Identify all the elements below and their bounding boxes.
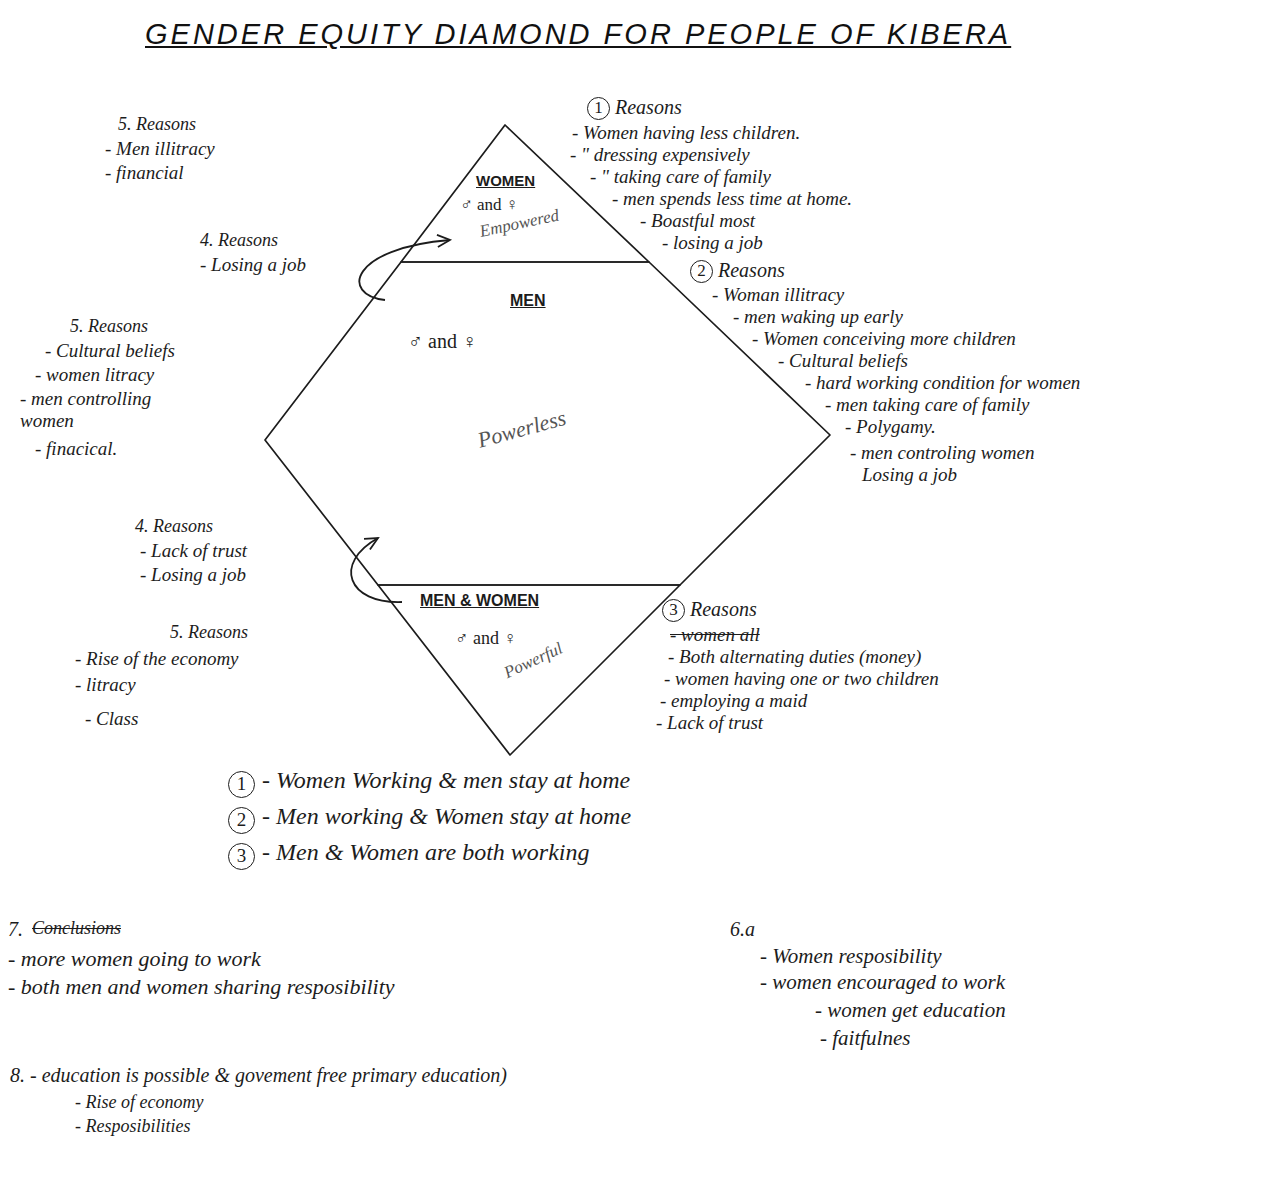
handwritten-note: - " dressing expensively (570, 144, 750, 166)
handwritten-note: - women litracy (35, 364, 154, 386)
curved-arrow (359, 235, 450, 300)
handwritten-note: - Rise of the economy (75, 648, 239, 670)
band-text: Powerless (475, 405, 569, 453)
handwritten-note: - Women having less children. (572, 122, 800, 144)
diamond-band: MEN & WOMEN♂ and ♀Powerful (378, 585, 681, 755)
handwritten-note: 8. - education is possible & govement fr… (10, 1064, 507, 1087)
arrow-head (437, 235, 450, 247)
handwritten-note: - Women conceiving more children (752, 328, 1016, 350)
handwritten-note: - losing a job (662, 232, 763, 254)
handwritten-note: - Losing a job (200, 254, 306, 276)
callout-number: 2 (690, 260, 713, 283)
handwritten-note: - men spends less time at home. (612, 188, 852, 210)
handwritten-note: - both men and women sharing resposibili… (8, 974, 395, 999)
handwritten-note: - Women Working & men stay at home (262, 767, 630, 795)
handwritten-note: - Woman illitracy (712, 284, 844, 306)
handwritten-note: - men controling women (850, 442, 1035, 464)
band-shape (378, 585, 680, 755)
handwritten-note: - Rise of economy (75, 1092, 203, 1113)
arrow-line (359, 240, 450, 300)
handwritten-note: 6.a (730, 918, 755, 941)
handwritten-note: - Losing a job (140, 564, 246, 586)
handwritten-note: - Men & Women are both working (262, 839, 590, 867)
handwritten-note: 5. Reasons (118, 114, 196, 135)
handwritten-note: - men waking up early (733, 306, 903, 328)
band-text: MEN & WOMEN (420, 592, 539, 610)
handwritten-note: - Cultural beliefs (45, 340, 175, 362)
handwritten-note: - finacical. (35, 438, 117, 460)
band-text: ♂ and ♀ (455, 628, 517, 649)
diagram-title: GENDER EQUITY DIAMOND FOR PEOPLE OF KIBE… (145, 18, 1011, 51)
handwritten-note: - financial (105, 162, 184, 184)
callout-number: 1 (587, 97, 610, 120)
curved-arrow (351, 538, 402, 602)
handwritten-note: - hard working condition for women (805, 372, 1080, 394)
handwritten-note: 4. Reasons (200, 230, 278, 251)
handwritten-note: - employing a maid (660, 690, 807, 712)
band-text: WOMEN (476, 172, 535, 189)
handwritten-note: - Cultural beliefs (778, 350, 908, 372)
band-text: MEN (510, 292, 546, 310)
handwritten-note: Reasons (690, 598, 757, 621)
handwritten-note: 5. Reasons (70, 316, 148, 337)
handwritten-note: - litracy (75, 674, 136, 696)
handwritten-note: 4. Reasons (135, 516, 213, 537)
handwritten-note: - women all (670, 624, 760, 646)
callout-number: 3 (228, 843, 255, 870)
handwritten-note: - Resposibilities (75, 1116, 191, 1137)
handwritten-note: - " taking care of family (590, 166, 771, 188)
handwritten-note: - Boastful most (640, 210, 755, 232)
handwritten-note: - Polygamy. (845, 416, 936, 438)
handwritten-note: - Both alternating duties (money) (668, 646, 921, 668)
handwritten-note: - Lack of trust (656, 712, 763, 734)
handwritten-note: Conclusions (32, 918, 121, 939)
arrow-line (351, 538, 402, 602)
band-text: ♂ and ♀ (408, 330, 477, 353)
arrow-head (364, 538, 378, 549)
handwritten-note: - Women resposibility (760, 944, 942, 968)
handwritten-note: - Men illitracy (105, 138, 215, 160)
callout-number: 1 (228, 771, 255, 798)
callout-number: 2 (228, 807, 255, 834)
handwritten-note: - Lack of trust (140, 540, 247, 562)
handwritten-note: Reasons (718, 259, 785, 282)
handwritten-note: - men taking care of family (825, 394, 1030, 416)
handwritten-note: - more women going to work (8, 946, 261, 971)
handwritten-note: 7. (8, 918, 23, 941)
handwritten-note: - women get education (815, 998, 1006, 1022)
handwritten-note: 5. Reasons (170, 622, 248, 643)
handwritten-note: - faitfulnes (820, 1026, 910, 1050)
handwritten-note: - Men working & Women stay at home (262, 803, 631, 831)
handwritten-note: Losing a job (862, 464, 957, 486)
handwritten-note: - women having one or two children (664, 668, 939, 690)
handwritten-note: - Class (85, 708, 138, 730)
handwritten-note: - women encouraged to work (760, 970, 1005, 994)
callout-number: 3 (662, 599, 685, 622)
handwritten-note: Reasons (615, 96, 682, 119)
handwritten-note: - men controlling women (20, 388, 200, 432)
band-text: ♂ and ♀ (460, 195, 519, 215)
